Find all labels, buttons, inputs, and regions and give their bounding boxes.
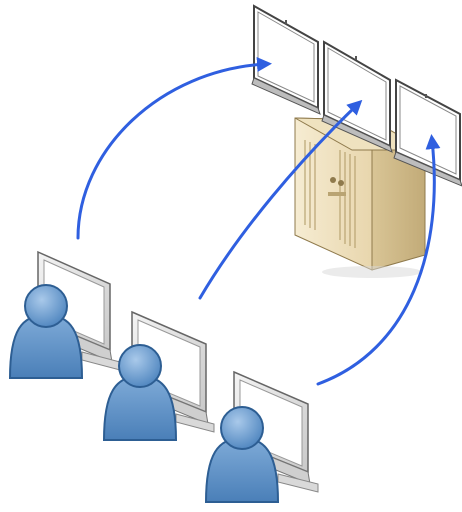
user-icon: [204, 406, 280, 503]
remote-desktop-screen-icon: [251, 4, 321, 115]
client-workstation: [102, 310, 215, 441]
user-icon: [8, 284, 84, 379]
connection-arrows: [76, 57, 441, 386]
connection-arrow: [76, 57, 272, 240]
remote-screens: [251, 4, 462, 187]
client-workstation: [204, 370, 319, 503]
user-icon: [102, 344, 178, 441]
remote-desktop-screen-icon: [393, 78, 462, 187]
connection-arrow: [316, 134, 441, 386]
connection-arrow: [198, 99, 363, 300]
client-workstation: [8, 250, 121, 379]
